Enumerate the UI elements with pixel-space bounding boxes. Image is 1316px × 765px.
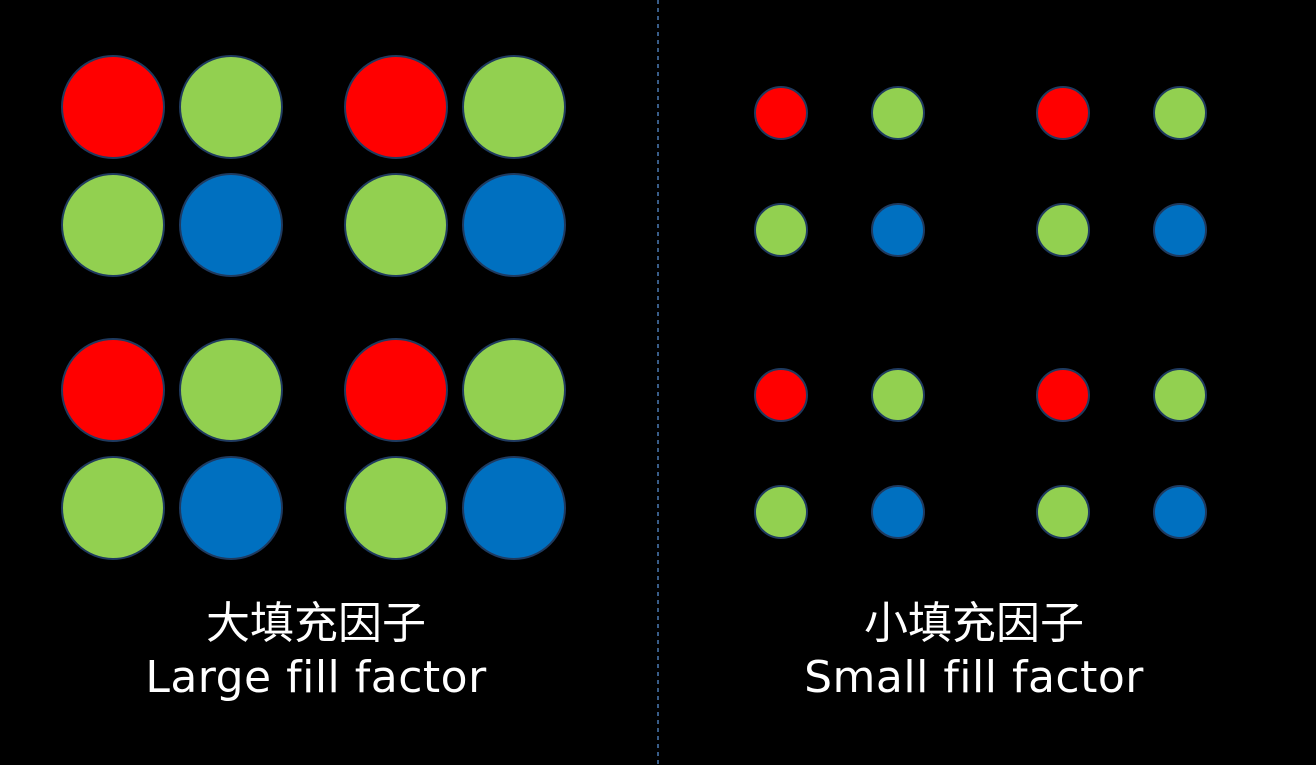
small-red-pixel bbox=[754, 368, 808, 422]
large-green-pixel bbox=[179, 338, 283, 442]
large-red-pixel bbox=[61, 338, 165, 442]
large-green-pixel bbox=[344, 173, 448, 277]
small-blue-pixel bbox=[1153, 485, 1207, 539]
small-blue-pixel bbox=[1153, 203, 1207, 257]
small-green-pixel bbox=[754, 485, 808, 539]
large-caption-english: Large fill factor bbox=[145, 652, 487, 703]
small-green-pixel bbox=[871, 368, 925, 422]
large-red-pixel bbox=[344, 55, 448, 159]
large-green-pixel bbox=[61, 456, 165, 560]
small-blue-pixel bbox=[871, 485, 925, 539]
small-green-pixel bbox=[1036, 485, 1090, 539]
large-blue-pixel bbox=[179, 456, 283, 560]
small-red-pixel bbox=[1036, 86, 1090, 140]
small-blue-pixel bbox=[871, 203, 925, 257]
large-red-pixel bbox=[61, 55, 165, 159]
small-caption-chinese: 小填充因子 bbox=[864, 598, 1084, 649]
small-green-pixel bbox=[1153, 368, 1207, 422]
small-red-pixel bbox=[1036, 368, 1090, 422]
large-green-pixel bbox=[179, 55, 283, 159]
large-green-pixel bbox=[462, 338, 566, 442]
large-green-pixel bbox=[61, 173, 165, 277]
small-fill-factor-pixel-array bbox=[754, 86, 1207, 539]
large-green-pixel bbox=[462, 55, 566, 159]
small-caption-english: Small fill factor bbox=[804, 652, 1144, 703]
large-green-pixel bbox=[344, 456, 448, 560]
large-blue-pixel bbox=[462, 173, 566, 277]
large-blue-pixel bbox=[179, 173, 283, 277]
large-fill-factor-caption: 大填充因子 Large fill factor bbox=[36, 598, 596, 706]
small-red-pixel bbox=[754, 86, 808, 140]
large-red-pixel bbox=[344, 338, 448, 442]
large-blue-pixel bbox=[462, 456, 566, 560]
large-caption-chinese: 大填充因子 bbox=[206, 598, 426, 649]
small-green-pixel bbox=[1036, 203, 1090, 257]
large-fill-factor-pixel-array bbox=[61, 55, 566, 560]
small-green-pixel bbox=[754, 203, 808, 257]
small-green-pixel bbox=[1153, 86, 1207, 140]
small-green-pixel bbox=[871, 86, 925, 140]
small-fill-factor-caption: 小填充因子 Small fill factor bbox=[694, 598, 1254, 706]
